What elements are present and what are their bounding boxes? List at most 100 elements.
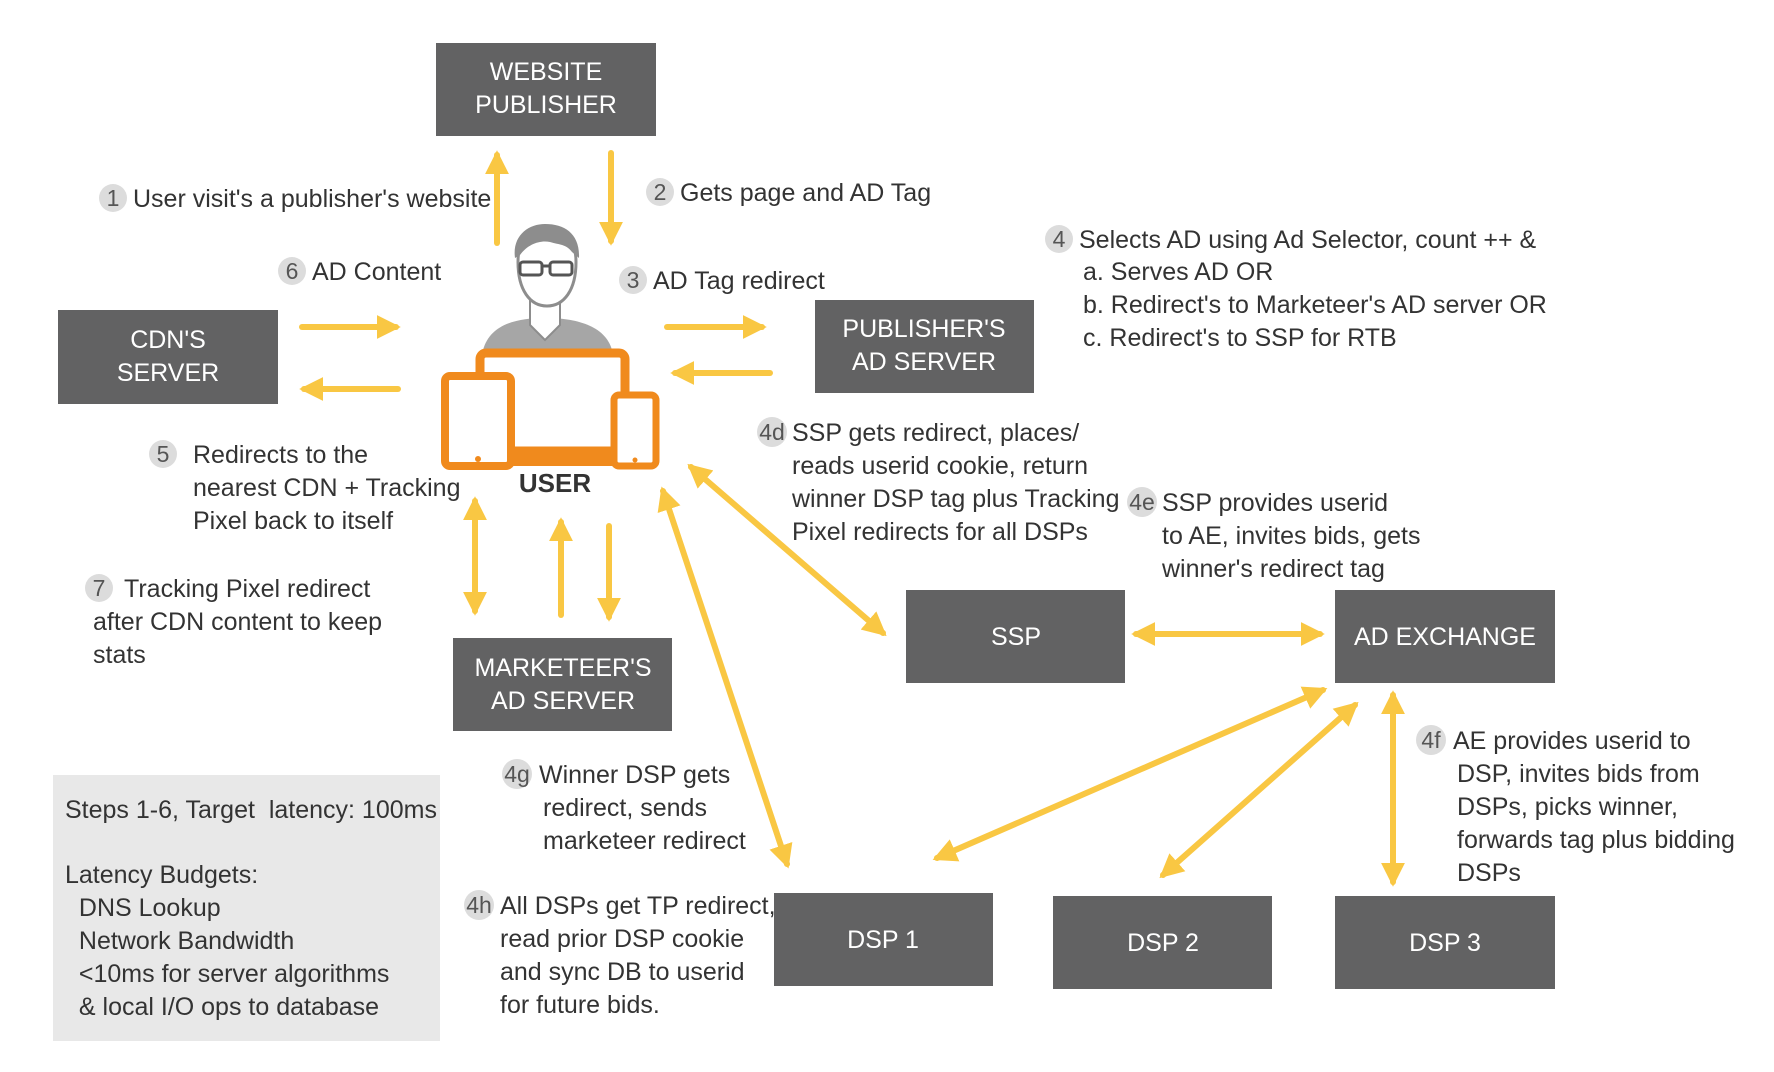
phone-icon bbox=[610, 391, 660, 470]
step-4f-line1: AE provides userid to bbox=[1453, 727, 1691, 755]
latency-note-line3: Latency Budgets: bbox=[65, 861, 258, 889]
node-ssp-label: SSP bbox=[991, 623, 1041, 651]
arrow-user-dsp1-both bbox=[657, 486, 793, 869]
step-5-line1: Redirects to the bbox=[193, 441, 368, 469]
step-7-line1: Tracking Pixel redirect bbox=[124, 575, 370, 603]
svg-text:4g: 4g bbox=[504, 761, 530, 787]
user-glasses-right bbox=[548, 260, 574, 277]
step-4g-badge: 4g bbox=[502, 759, 532, 789]
node-dsp3: DSP 3 bbox=[1335, 896, 1555, 989]
tablet-icon bbox=[441, 372, 515, 470]
node-website-publisher: WEBSITE PUBLISHER bbox=[436, 43, 656, 136]
node-dsp2: DSP 2 bbox=[1053, 896, 1272, 989]
node-marketeer-ad-server-line2: AD SERVER bbox=[491, 687, 635, 715]
step-4-line2: a. Serves AD OR bbox=[1083, 258, 1273, 286]
step-4h-line1: All DSPs get TP redirect, bbox=[500, 892, 776, 920]
device-icons: USER bbox=[441, 348, 660, 498]
step-3-badge: 3 bbox=[619, 266, 647, 294]
step-5-line2: nearest CDN + Tracking bbox=[193, 474, 460, 502]
step-5-badge: 5 bbox=[149, 440, 177, 468]
step-4f: 4f AE provides userid to DSP, invites bi… bbox=[1416, 725, 1735, 887]
step-4f-line3: DSPs, picks winner, bbox=[1457, 793, 1678, 821]
step-4e-badge: 4e bbox=[1127, 487, 1157, 517]
user-label: USER bbox=[519, 468, 591, 498]
step-4g-line1: Winner DSP gets bbox=[539, 761, 730, 789]
latency-note-line6: <10ms for server algorithms bbox=[65, 960, 389, 988]
arrow-adexchange-dsp1-both bbox=[932, 686, 1328, 862]
step-4d-line3: winner DSP tag plus Tracking bbox=[791, 485, 1119, 513]
step-4-badge: 4 bbox=[1045, 225, 1073, 253]
step-4h-badge: 4h bbox=[464, 890, 494, 920]
step-4h-line2: read prior DSP cookie bbox=[500, 925, 744, 953]
step-4-line1: Selects AD using Ad Selector, count ++ & bbox=[1079, 226, 1537, 254]
svg-text:5: 5 bbox=[157, 441, 170, 467]
svg-text:4h: 4h bbox=[466, 892, 492, 918]
step-7-line3: stats bbox=[93, 641, 146, 669]
node-dsp1-label: DSP 1 bbox=[847, 926, 919, 954]
svg-text:4d: 4d bbox=[759, 419, 785, 445]
step-7-line2: after CDN content to keep bbox=[93, 608, 382, 636]
step-7-badge: 7 bbox=[85, 574, 113, 602]
step-4f-line5: DSPs bbox=[1457, 859, 1521, 887]
step-5: 5 Redirects to the nearest CDN + Trackin… bbox=[149, 440, 460, 535]
svg-text:4e: 4e bbox=[1129, 489, 1155, 515]
step-4e: 4e SSP provides userid to AE, invites bi… bbox=[1127, 487, 1420, 583]
step-4e-line1: SSP provides userid bbox=[1162, 489, 1388, 517]
step-4f-badge: 4f bbox=[1416, 725, 1446, 755]
step-2-badge: 2 bbox=[646, 178, 674, 206]
step-4-line4: c. Redirect's to SSP for RTB bbox=[1083, 324, 1397, 352]
step-4g: 4g Winner DSP gets redirect, sends marke… bbox=[502, 759, 746, 855]
svg-text:4f: 4f bbox=[1421, 727, 1441, 753]
node-dsp1: DSP 1 bbox=[774, 893, 993, 986]
svg-text:2: 2 bbox=[654, 179, 667, 205]
latency-note: Steps 1-6, Target latency: 100ms Latency… bbox=[53, 775, 440, 1041]
arrows bbox=[299, 150, 1405, 887]
step-4e-line3: winner's redirect tag bbox=[1161, 555, 1385, 583]
node-website-publisher-line1: WEBSITE bbox=[490, 58, 603, 86]
phone-button-icon bbox=[632, 457, 638, 463]
step-2: 2 Gets page and AD Tag bbox=[646, 178, 931, 207]
step-4g-line3: marketeer redirect bbox=[543, 827, 746, 855]
step-7: 7 Tracking Pixel redirect after CDN cont… bbox=[85, 574, 382, 669]
step-4-line3: b. Redirect's to Marketeer's AD server O… bbox=[1083, 291, 1547, 319]
latency-note-line5: Network Bandwidth bbox=[65, 927, 294, 955]
step-1-badge: 1 bbox=[99, 184, 127, 212]
step-6: 6 AD Content bbox=[278, 257, 441, 286]
latency-note-line7: & local I/O ops to database bbox=[65, 993, 379, 1021]
latency-note-line4: DNS Lookup bbox=[65, 894, 221, 922]
svg-text:1: 1 bbox=[107, 185, 120, 211]
step-3: 3 AD Tag redirect bbox=[619, 266, 825, 295]
node-publisher-ad-server-line1: PUBLISHER'S bbox=[842, 315, 1005, 343]
svg-text:7: 7 bbox=[93, 575, 106, 601]
latency-note-line1: Steps 1-6, Target latency: 100ms bbox=[65, 796, 437, 824]
node-dsp3-label: DSP 3 bbox=[1409, 929, 1481, 957]
node-ad-exchange-label: AD EXCHANGE bbox=[1354, 623, 1536, 651]
step-2-text: Gets page and AD Tag bbox=[680, 179, 931, 207]
step-6-text: AD Content bbox=[312, 258, 441, 286]
step-4f-line2: DSP, invites bids from bbox=[1457, 760, 1700, 788]
step-4d-badge: 4d bbox=[757, 417, 787, 447]
step-5-line3: Pixel back to itself bbox=[193, 507, 393, 535]
node-marketeer-ad-server-line1: MARKETEER'S bbox=[474, 654, 651, 682]
step-6-badge: 6 bbox=[278, 257, 306, 285]
step-4e-line2: to AE, invites bids, gets bbox=[1162, 522, 1420, 550]
node-cdn-server-line2: SERVER bbox=[117, 359, 219, 387]
node-publisher-ad-server: PUBLISHER'S AD SERVER bbox=[815, 300, 1034, 393]
node-website-publisher-line2: PUBLISHER bbox=[475, 91, 617, 119]
node-ad-exchange: AD EXCHANGE bbox=[1335, 590, 1555, 683]
arrow-adexchange-dsp2-both bbox=[1159, 701, 1359, 879]
svg-text:6: 6 bbox=[286, 258, 299, 284]
step-4: 4 Selects AD using Ad Selector, count ++… bbox=[1045, 225, 1547, 352]
step-4d-line1: SSP gets redirect, places/ bbox=[792, 419, 1079, 447]
step-4g-line2: redirect, sends bbox=[543, 794, 707, 822]
step-4f-line4: forwards tag plus bidding bbox=[1457, 826, 1735, 854]
node-publisher-ad-server-line2: AD SERVER bbox=[852, 348, 996, 376]
step-3-text: AD Tag redirect bbox=[653, 267, 825, 295]
step-4d-line2: reads userid cookie, return bbox=[792, 452, 1088, 480]
node-cdn-server: CDN'S SERVER bbox=[58, 310, 278, 404]
tablet-button-icon bbox=[475, 456, 481, 462]
node-dsp2-label: DSP 2 bbox=[1127, 929, 1199, 957]
step-4h: 4h All DSPs get TP redirect, read prior … bbox=[464, 890, 776, 1019]
svg-text:3: 3 bbox=[627, 267, 640, 293]
